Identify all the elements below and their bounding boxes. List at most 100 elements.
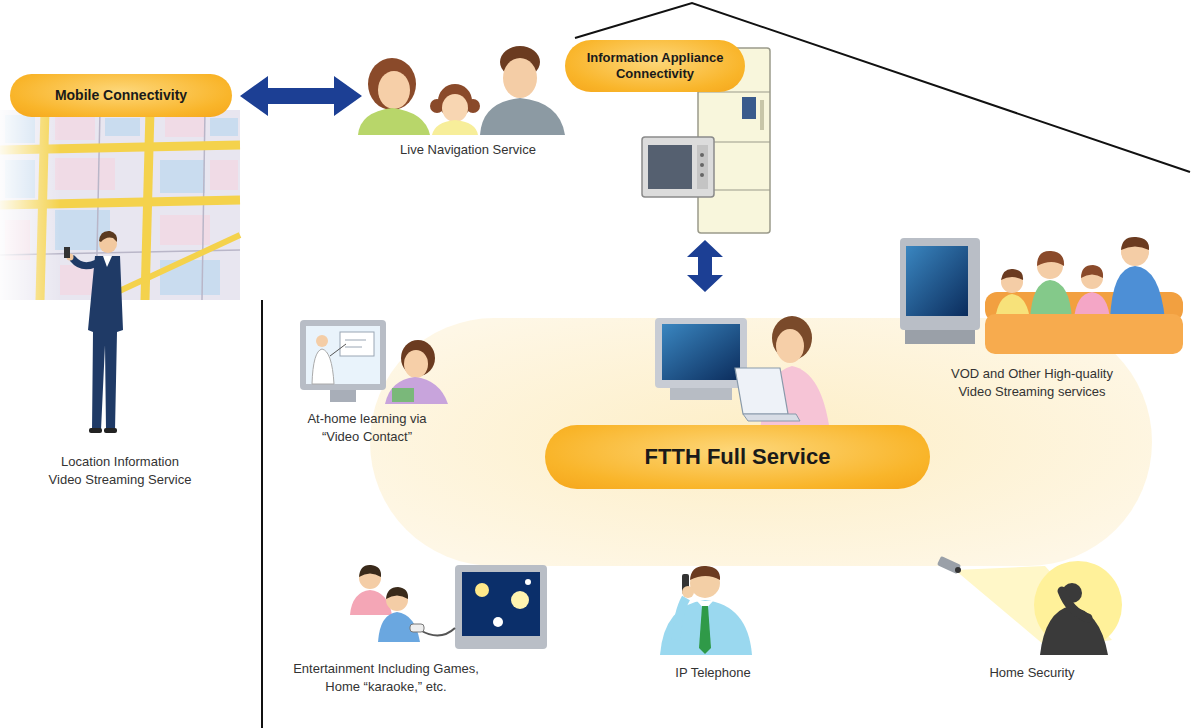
city-map — [165, 115, 205, 137]
service-caption: VOD and Other High-quality Video Streami… — [942, 365, 1122, 400]
businessman-figure — [89, 428, 102, 433]
pc-user-figure — [776, 329, 804, 363]
learning-figure — [345, 347, 362, 348]
city-map — [145, 110, 150, 300]
service-caption: At-home learning via “Video Contact” — [297, 410, 437, 445]
city-map — [0, 110, 60, 300]
security-figure — [937, 556, 961, 574]
microwave-illustration — [697, 145, 708, 189]
double-arrow — [687, 240, 723, 292]
tv-family-figure — [900, 238, 980, 330]
service-caption: Location Information Video Streaming Ser… — [46, 453, 194, 488]
city-map — [55, 158, 115, 190]
microwave-illustration — [700, 163, 704, 167]
family-figure — [432, 120, 478, 135]
learning-figure — [392, 388, 414, 402]
game-figure — [455, 565, 547, 649]
learning-figure — [345, 340, 366, 341]
city-map — [105, 118, 140, 136]
learning-figure — [300, 320, 448, 404]
game-figure — [511, 591, 529, 609]
family-figure — [378, 71, 410, 109]
tv-family-figure — [905, 330, 975, 344]
microwave-illustration — [648, 145, 692, 189]
tv-family-figure — [900, 237, 1183, 354]
tv-family-figure — [1121, 237, 1149, 250]
pill-text: FTTH Full Service — [557, 444, 918, 470]
game-figure — [410, 624, 424, 632]
game-figure — [493, 617, 503, 627]
fridge-illustration — [742, 97, 756, 119]
service-pill: FTTH Full Service — [545, 425, 930, 489]
game-figure — [350, 590, 392, 615]
businessman-figure — [104, 428, 117, 433]
learning-figure — [340, 332, 374, 356]
learning-figure — [306, 326, 380, 384]
game-figure — [386, 587, 408, 599]
house-outline — [261, 300, 263, 728]
microwave-illustration — [700, 153, 704, 157]
family-figure — [480, 98, 565, 135]
family-figure — [368, 58, 416, 110]
tv-family-figure — [1001, 269, 1023, 280]
pc-user-figure — [743, 414, 800, 421]
security-figure — [1062, 591, 1088, 618]
phone-figure — [676, 598, 686, 640]
microwave-illustration — [642, 137, 714, 197]
service-band — [370, 318, 1152, 566]
tv-family-figure — [985, 314, 1183, 354]
game-figure — [475, 583, 489, 597]
businessman-figure — [64, 247, 70, 258]
businessman-figure — [99, 231, 117, 242]
tv-family-figure — [1110, 266, 1165, 320]
microwave-illustration — [700, 173, 704, 177]
service-caption: IP Telephone — [643, 664, 783, 682]
learning-figure — [404, 350, 428, 378]
family-figure — [358, 46, 565, 135]
tv-family-figure — [906, 246, 968, 316]
pill-text-group: Information Appliance Connectivity — [577, 50, 733, 81]
game-figure — [359, 565, 381, 577]
family-figure — [358, 108, 430, 135]
learning-figure — [312, 349, 334, 384]
double-arrow — [240, 76, 362, 116]
connectivity-pill: Mobile Connectivity — [10, 74, 232, 117]
pc-user-figure — [670, 388, 732, 400]
tv-family-figure — [1081, 265, 1103, 278]
phone-figure — [699, 606, 711, 654]
pc-user-figure — [662, 324, 740, 380]
pc-user-figure — [735, 368, 788, 414]
city-map — [55, 115, 95, 140]
fridge-illustration — [760, 100, 764, 130]
learning-figure — [385, 377, 448, 404]
pill-text-group: FTTH Full Service — [557, 444, 918, 470]
learning-figure — [330, 344, 346, 356]
security-figure — [955, 567, 961, 573]
pill-text: Information Appliance Connectivity — [577, 50, 733, 81]
businessman-figure — [73, 259, 97, 266]
security-figure — [937, 556, 1122, 655]
learning-figure — [300, 320, 386, 390]
learning-figure — [316, 335, 328, 347]
businessman-figure — [88, 256, 123, 430]
city-map — [160, 160, 205, 193]
service-caption: Entertainment Including Games, Home “kar… — [286, 660, 486, 695]
tv-family-figure — [1037, 251, 1064, 266]
family-figure — [503, 58, 537, 98]
phone-figure — [682, 586, 694, 598]
city-map — [210, 118, 238, 136]
game-figure — [462, 572, 540, 636]
learning-figure — [330, 390, 356, 402]
connectivity-pill: Information Appliance Connectivity — [565, 40, 745, 92]
game-figure — [350, 565, 547, 649]
family-figure — [442, 94, 468, 122]
pill-text: Mobile Connectivity — [22, 87, 220, 104]
phone-figure — [690, 566, 720, 580]
pc-user-figure — [655, 318, 747, 388]
game-figure — [420, 628, 455, 636]
house-outline — [262, 3, 1190, 728]
game-figure — [525, 579, 531, 585]
double-arrow — [240, 76, 723, 292]
phone-figure — [660, 566, 752, 655]
